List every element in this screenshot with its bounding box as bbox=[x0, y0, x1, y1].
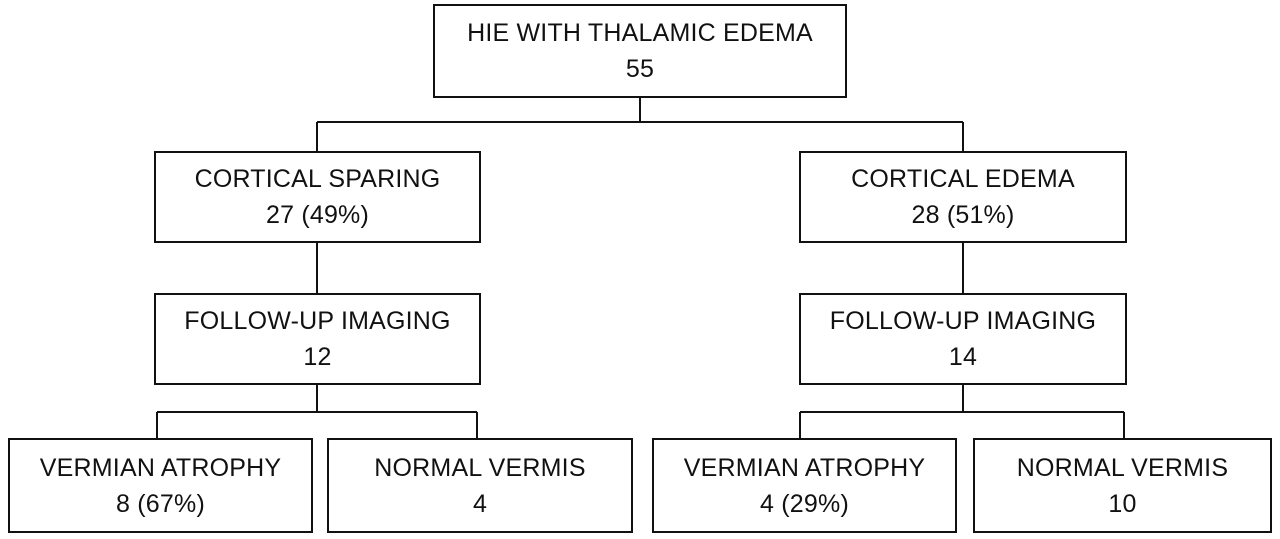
node-count: 4 bbox=[472, 489, 488, 518]
node-label: FOLLOW-UP IMAGING bbox=[829, 307, 1097, 335]
node-vermian-atrophy-left: VERMIAN ATROPHY 8 (67%) bbox=[8, 438, 313, 533]
node-cortical-edema: CORTICAL EDEMA 28 (51%) bbox=[799, 151, 1127, 243]
node-normal-vermis-right: NORMAL VERMIS 10 bbox=[973, 438, 1272, 533]
node-count: 4 (29%) bbox=[760, 489, 849, 518]
node-followup-imaging-right: FOLLOW-UP IMAGING 14 bbox=[799, 293, 1127, 385]
node-label: FOLLOW-UP IMAGING bbox=[184, 307, 451, 335]
node-vermian-atrophy-right: VERMIAN ATROPHY 4 (29%) bbox=[652, 438, 957, 533]
node-count: 8 (67%) bbox=[116, 489, 205, 518]
node-cortical-sparing: CORTICAL SPARING 27 (49%) bbox=[154, 151, 481, 243]
node-count: 14 bbox=[948, 343, 978, 371]
node-count: 55 bbox=[625, 55, 655, 83]
node-hie-thalamic-edema: HIE WITH THALAMIC EDEMA 55 bbox=[433, 4, 847, 98]
node-count: 28 (51%) bbox=[911, 201, 1015, 229]
node-count: 12 bbox=[303, 343, 332, 371]
node-label: VERMIAN ATROPHY bbox=[683, 453, 926, 482]
node-count: 10 bbox=[1108, 489, 1137, 518]
node-count: 27 (49%) bbox=[265, 201, 370, 229]
node-normal-vermis-left: NORMAL VERMIS 4 bbox=[327, 438, 633, 533]
node-label: CORTICAL EDEMA bbox=[851, 165, 1075, 193]
node-label: HIE WITH THALAMIC EDEMA bbox=[467, 19, 813, 47]
node-label: NORMAL VERMIS bbox=[374, 453, 586, 482]
node-label: NORMAL VERMIS bbox=[1016, 453, 1229, 482]
node-followup-imaging-left: FOLLOW-UP IMAGING 12 bbox=[154, 293, 481, 385]
node-label: CORTICAL SPARING bbox=[194, 165, 441, 193]
node-label: VERMIAN ATROPHY bbox=[39, 453, 282, 482]
